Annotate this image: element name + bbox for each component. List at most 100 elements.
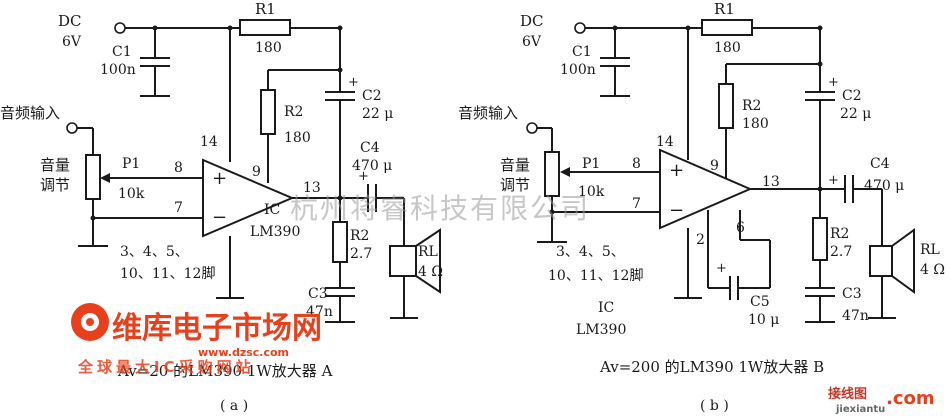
r2-top-resistor-b (718, 83, 734, 129)
r2-bottom-value-b: 2.7 (830, 244, 852, 260)
pin6-label-b: 6 (736, 220, 745, 236)
p1-potentiometer-a (85, 154, 101, 200)
rl-name-a: RL (418, 244, 438, 260)
p1-name-a: P1 (122, 156, 140, 172)
r1-value-b: 180 (714, 40, 741, 56)
audio-in-label-a: 音频输入 (0, 104, 60, 122)
corner-brand-url: jiexiantu (835, 404, 885, 415)
sublabel-a: ( a ) (220, 398, 248, 414)
rl-value-b: 4 Ω (920, 262, 945, 278)
c3-value-a: 47n (306, 304, 333, 320)
c4-value-b: 470 μ (864, 178, 904, 194)
r1-value-a: 180 (255, 40, 282, 56)
opamp-plus-a: + (212, 168, 227, 189)
ground-pins-b-1: 3、4、5、 (556, 244, 625, 260)
c2-value-b: 22 μ (840, 106, 871, 122)
r2-bottom-resistor-b (812, 217, 828, 261)
opamp-minus-a: − (212, 207, 227, 228)
wiper-arrow-b (560, 167, 570, 177)
brand-main: 维库电子市场网 (112, 311, 322, 346)
pin8-label-a: 8 (174, 160, 183, 176)
ground-pins-a-1: 3、4、5、 (120, 244, 189, 260)
pin9-label-a: 9 (252, 164, 261, 180)
pin8-label-b: 8 (632, 156, 641, 172)
ic-label-b: IC (598, 300, 614, 316)
ic-part-b: LM390 (576, 322, 626, 338)
corner-brand-com: .com (886, 388, 935, 409)
c5-value-b: 10 μ (748, 312, 779, 328)
brand-watermark: 维库电子市场网 www.dzsc.com 全球最大IC采购网站 (71, 303, 322, 376)
c3-name-b: C3 (842, 286, 862, 302)
c2-value-a: 22 μ (362, 106, 393, 122)
audio-in-label-b: 音频输入 (458, 104, 518, 122)
c3-name-a: C3 (308, 286, 328, 302)
volume-label-a-1: 音量 (40, 156, 70, 174)
dc-terminal-b (574, 22, 586, 34)
c2-plus-b: + (828, 75, 839, 90)
dc-voltage-b: 6V (522, 34, 542, 50)
volume-label-b-1: 音量 (500, 156, 530, 174)
r2-bottom-name-b: R2 (830, 226, 849, 242)
c2-plus-a: + (348, 75, 359, 90)
opamp-b (659, 148, 753, 230)
c4-value-a: 470 μ (352, 158, 392, 174)
corner-brand-text: 接线图 (828, 386, 867, 402)
ground-pins-b-2: 10、11、12脚 (548, 268, 643, 284)
pin13-label-b: 13 (762, 174, 780, 190)
volume-label-a-2: 调节 (40, 176, 70, 194)
c1-name-b: C1 (572, 44, 592, 60)
c4-plus-a: + (358, 169, 369, 184)
r2-bottom-value-a: 2.7 (350, 246, 372, 262)
pin14-label-a: 14 (200, 134, 218, 150)
volume-label-b-2: 调节 (500, 176, 530, 194)
p1-value-b: 10k (578, 184, 605, 200)
r1-name-a: R1 (255, 0, 276, 18)
pin2-label-b: 2 (696, 232, 705, 248)
c4-name-b: C4 (870, 156, 890, 172)
caption-a: Av=20 的LM390 1W放大器 A (117, 362, 333, 380)
speaker-icon-b (869, 245, 893, 277)
c1-value-b: 100n (560, 62, 596, 78)
watermark-center: 杭州将睿科技有限公司 (290, 192, 590, 225)
brand-slogan: 全球最大IC采购网站 (77, 358, 255, 376)
speaker-icon-a (389, 245, 417, 277)
ground-pins-a-2: 10、11、12脚 (120, 266, 215, 282)
p1-value-a: 10k (118, 186, 145, 202)
r2-top-name-b: R2 (742, 98, 761, 114)
p1-potentiometer-b (544, 151, 560, 197)
pin9-label-b: 9 (710, 158, 719, 174)
circuit-b: DC 6V R1 180 C1 100n 14 + C2 22 μ R (458, 0, 945, 414)
audio-in-terminal-a (66, 122, 78, 134)
p1-name-b: P1 (582, 156, 600, 172)
c1-name-a: C1 (112, 44, 132, 60)
sublabel-b: ( b ) (700, 398, 729, 414)
r1-resistor-a (239, 19, 291, 36)
audio-in-terminal-b (526, 122, 538, 134)
wiper-arrow-a (100, 173, 110, 183)
r2-bottom-resistor-a (332, 221, 348, 263)
dc-label-a: DC (58, 12, 82, 30)
r2-top-value-a: 180 (284, 130, 311, 146)
rl-name-b: RL (920, 242, 940, 258)
c5-name-b: C5 (750, 294, 770, 310)
ic-label-a: IC (264, 202, 280, 218)
rl-value-a: 4 Ω (418, 264, 443, 280)
c4-name-a: C4 (360, 140, 380, 156)
opamp-minus-b: − (669, 200, 684, 221)
r1-resistor-b (701, 19, 753, 36)
c4-plus-b: + (828, 173, 839, 188)
pin7-label-b: 7 (632, 196, 641, 212)
pin13-label-a: 13 (303, 180, 321, 196)
dc-label-b: DC (520, 12, 544, 30)
opamp-a (202, 158, 295, 238)
r2-bottom-name-a: R2 (350, 228, 369, 244)
brand-url: www.dzsc.com (198, 346, 289, 359)
circuit-a: DC 6V R1 180 C1 100n 14 + C2 22 μ (0, 0, 443, 414)
dc-voltage-a: 6V (62, 34, 82, 50)
c2-name-a: C2 (362, 88, 382, 104)
opamp-plus-b: + (669, 160, 684, 181)
c2-name-b: C2 (842, 88, 862, 104)
c3-value-b: 47n (842, 308, 869, 324)
dc-terminal-a (114, 22, 126, 34)
